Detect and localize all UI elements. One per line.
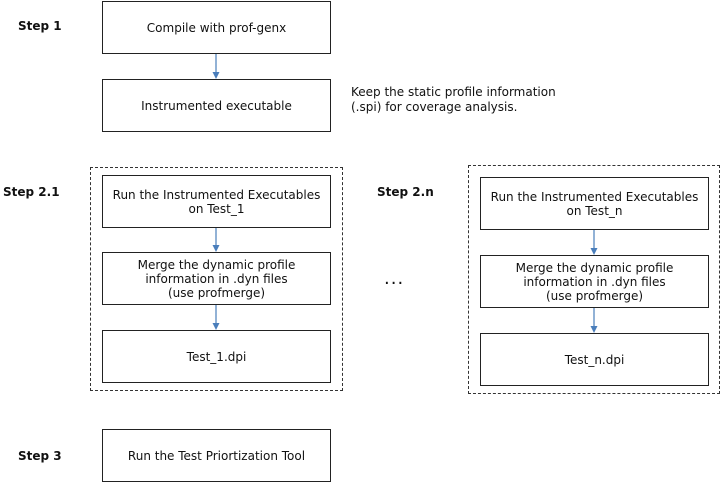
spi-note-line-2: (.spi) for coverage analysis. bbox=[351, 100, 518, 114]
compile-box: Compile with prof-genx bbox=[102, 1, 331, 54]
arrow-head bbox=[212, 323, 220, 330]
step-2-n-label: Step 2.n bbox=[377, 185, 434, 199]
box-text-line: Instrumented executable bbox=[141, 98, 292, 113]
spi-note-line-1: Keep the static profile information bbox=[351, 85, 556, 99]
prioritization-tool-box: Run the Test Priortization Tool bbox=[102, 429, 331, 482]
arrow-head bbox=[590, 248, 598, 255]
dpi-n-box: Test_n.dpi bbox=[480, 333, 709, 386]
box-text-line: Test_1.dpi bbox=[186, 349, 247, 364]
box-text-line: information in .dyn files bbox=[523, 274, 666, 289]
ellipsis: ... bbox=[384, 268, 405, 289]
step-1-label: Step 1 bbox=[18, 19, 62, 33]
box-text-line: on Test_n bbox=[566, 203, 623, 218]
arrow-head bbox=[212, 72, 220, 79]
box-text-line: Run the Test Priortization Tool bbox=[127, 448, 306, 463]
instrumented-executable-box: Instrumented executable bbox=[102, 79, 331, 132]
step-2-1-label: Step 2.1 bbox=[3, 185, 60, 199]
box-text-line: on Test_1 bbox=[188, 201, 245, 216]
box-text-line: (use profmerge) bbox=[167, 285, 266, 300]
spi-note: Keep the static profile information (.sp… bbox=[351, 85, 556, 115]
box-text-line: Run the Instrumented Executables bbox=[490, 189, 699, 204]
box-text-line: Compile with prof-genx bbox=[146, 20, 287, 35]
test-1-group bbox=[90, 167, 343, 391]
arrow-head bbox=[590, 326, 598, 333]
box-text-line: Merge the dynamic profile bbox=[515, 260, 674, 275]
step-3-label: Step 3 bbox=[18, 449, 62, 463]
box-text-line: (use profmerge) bbox=[545, 288, 644, 303]
dpi-1-box: Test_1.dpi bbox=[102, 330, 331, 383]
arrow-head bbox=[212, 245, 220, 252]
box-text-line: Run the Instrumented Executables bbox=[112, 187, 321, 202]
box-text-line: information in .dyn files bbox=[145, 271, 288, 286]
box-text-line: Test_n.dpi bbox=[564, 352, 625, 367]
box-text-line: Merge the dynamic profile bbox=[137, 257, 296, 272]
test-n-group bbox=[468, 165, 720, 394]
